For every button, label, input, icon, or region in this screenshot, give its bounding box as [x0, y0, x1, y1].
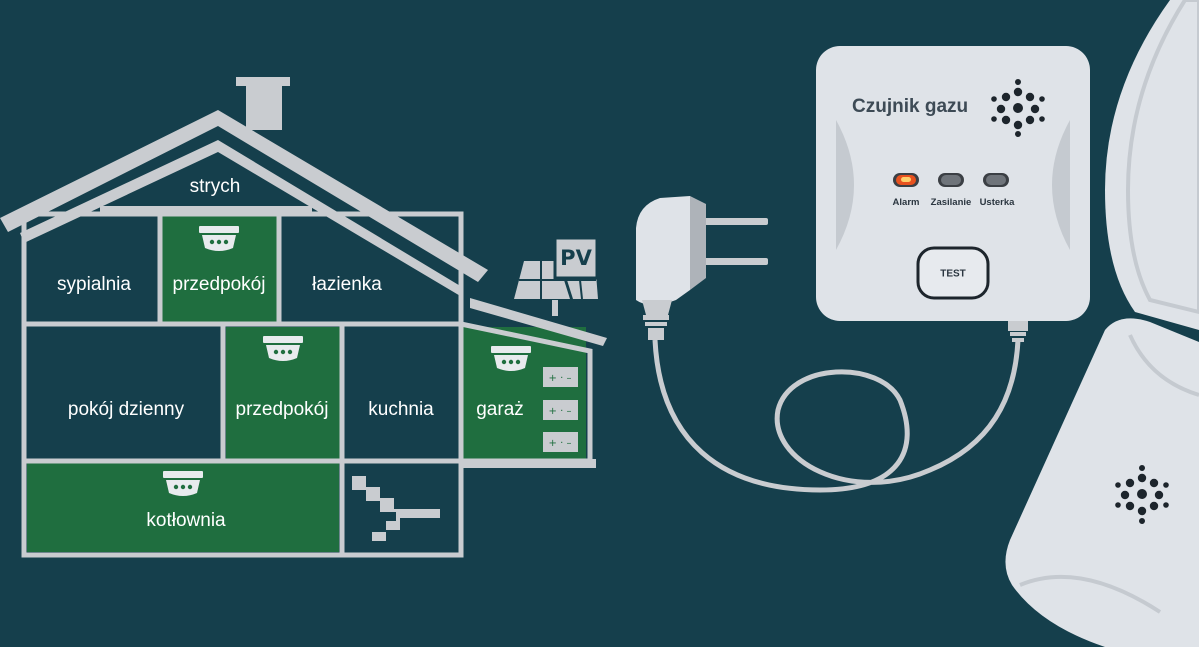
- device-tilted-view-shade: [1019, 574, 1162, 614]
- detector-icon: [263, 336, 303, 361]
- house-cross-section: PV + · – + · – + · –: [0, 77, 607, 558]
- indicator-label-fault: Usterka: [980, 197, 1016, 208]
- sensor-grille-icon: [991, 79, 1045, 137]
- indicator-label-power: Zasilanie: [931, 197, 972, 208]
- house-walls: [21, 211, 464, 558]
- power-plug-icon: [636, 196, 768, 340]
- room-label-kitchen: kuchnia: [368, 399, 434, 420]
- detector-icon: [199, 226, 239, 251]
- svg-text:+ · –: + · –: [549, 438, 572, 449]
- svg-text:+ · –: + · –: [549, 373, 572, 384]
- battery-icon: + · –: [543, 367, 578, 387]
- room-label-bedroom: sypialnia: [57, 274, 131, 295]
- fault-led-icon: [983, 173, 1009, 187]
- room-label-attic: strych: [190, 176, 241, 197]
- pv-label: PV: [560, 246, 592, 270]
- detector-icon: [491, 346, 531, 371]
- power-cable: [652, 339, 1021, 493]
- test-button-label: TEST: [940, 269, 966, 280]
- svg-text:+ · –: + · –: [549, 406, 572, 417]
- battery-icon: + · –: [543, 432, 578, 452]
- indicator-label-alarm: Alarm: [893, 197, 920, 208]
- attic-floor: [100, 206, 312, 213]
- device-side-left: [836, 120, 854, 250]
- device-side-right: [1052, 120, 1070, 250]
- test-button[interactable]: TEST: [916, 246, 990, 300]
- pv-badge: [553, 236, 599, 280]
- room-label-bathroom: łazienka: [312, 274, 382, 295]
- device-connector: [1008, 321, 1028, 331]
- room-label-hallway-lower: przedpokój: [236, 399, 329, 420]
- battery-icon: + · –: [543, 400, 578, 420]
- garage-floor: [461, 459, 596, 468]
- chimney: [246, 84, 282, 130]
- alarm-led-icon: [893, 173, 919, 187]
- device-back-view-shade: [1125, 0, 1199, 315]
- room-fill-hallway-upper: [162, 216, 277, 322]
- gas-detector-device: Czujnik gazu Alarm Zasilanie Usterka: [816, 46, 1090, 342]
- sensor-grille-icon: [1115, 465, 1169, 524]
- detector-icon: [163, 471, 203, 496]
- room-label-living-room: pokój dzienny: [68, 399, 185, 420]
- garage-roof: [470, 298, 607, 346]
- room-label-hallway-upper: przedpokój: [173, 274, 266, 295]
- power-led-icon: [938, 173, 964, 187]
- room-label-garage: garaż: [476, 399, 524, 420]
- device-title: Czujnik gazu: [852, 96, 968, 117]
- stairs-icon: [352, 476, 440, 541]
- chimney-cap: [236, 77, 290, 86]
- device-back-view: [1105, 0, 1199, 330]
- device-tilted-view: [1005, 318, 1199, 647]
- room-label-boiler-room: kotłownia: [146, 510, 226, 531]
